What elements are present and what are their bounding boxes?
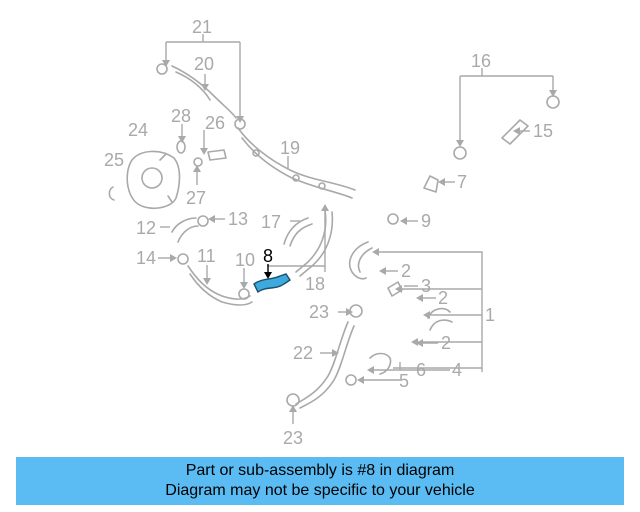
callout-5: 5 [399,371,409,391]
callout-12: 12 [136,218,156,238]
callout-16: 16 [471,51,491,71]
leader-side [158,127,530,262]
callout-21: 21 [192,17,212,37]
leader-8 [264,264,272,279]
callout-24: 24 [128,120,148,140]
callout-9: 9 [421,211,431,231]
callout-28: 28 [171,106,191,126]
part-23-top-clamp [349,304,363,318]
callout-27: 27 [186,188,206,208]
callout-26: 26 [205,113,225,133]
callout-23-top: 23 [309,302,329,322]
part-12-hose [171,217,199,243]
part-23-bottom-clamp [286,393,300,407]
callout-8: 8 [263,246,273,266]
part-14-clamp [177,253,189,265]
part-20-hose [171,65,237,119]
callout-25: 25 [104,150,124,170]
part-15-hose [501,119,529,145]
callout-3: 3 [421,276,431,296]
callout-2-c: 2 [441,333,451,353]
part-8-highlighted[interactable] [253,273,291,294]
leader-1 [372,248,483,372]
callout-10: 10 [235,250,255,270]
part-27-washer [193,157,203,167]
part-18-pipe [295,209,334,277]
callout-13: 13 [228,209,248,229]
part-10-clamp [238,288,250,300]
part-5-oring [345,374,357,386]
part-13-clamp [197,215,209,227]
part-16-parts [453,95,560,160]
leader-16 [456,68,557,147]
callout-4: 4 [452,360,462,380]
callout-17: 17 [261,212,281,232]
banner-line-1: Part or sub-assembly is #8 in diagram [185,462,455,479]
part-24-housing [126,150,181,210]
callout-22: 22 [293,343,313,363]
part-17-pipe [283,217,313,247]
callout-23-bottom: 23 [283,428,303,448]
part-hose-right-lower [427,307,453,331]
part-hose-right-upper [348,241,373,280]
banner-line-2: Diagram may not be specific to your vehi… [165,482,475,499]
part-26-sensor [207,149,227,161]
part-28-ring [176,140,186,154]
callout-20: 20 [194,54,214,74]
callout-19: 19 [280,138,300,158]
leader-4-5-6 [357,362,450,384]
part-4-fitting [369,352,392,375]
callout-6: 6 [416,360,426,380]
leader-23-22 [289,308,353,424]
callout-15: 15 [533,121,553,141]
parts-diagram: 21 20 16 28 24 26 19 15 25 27 7 12 13 17… [104,17,560,448]
info-banner: Part or sub-assembly is #8 in diagram Di… [16,457,624,505]
part-22-pipe [295,321,355,409]
part-9-clamp [387,213,399,225]
callouts: 21 20 16 28 24 26 19 15 25 27 7 12 13 17… [104,17,553,448]
leader-misc-top [178,124,208,185]
callout-1: 1 [485,305,495,325]
callout-18: 18 [305,274,325,294]
leader-2-3 [379,267,438,347]
callout-7: 7 [457,172,467,192]
callout-2-b: 2 [438,288,448,308]
callout-14: 14 [136,248,156,268]
part-7-bracket [423,175,439,193]
part-3-fitting [387,281,403,297]
part-21-clamp [156,63,246,130]
part-25-clip [108,186,115,201]
callout-11: 11 [197,246,216,266]
callout-2-a: 2 [401,261,411,281]
part-19-pipe [237,127,356,199]
